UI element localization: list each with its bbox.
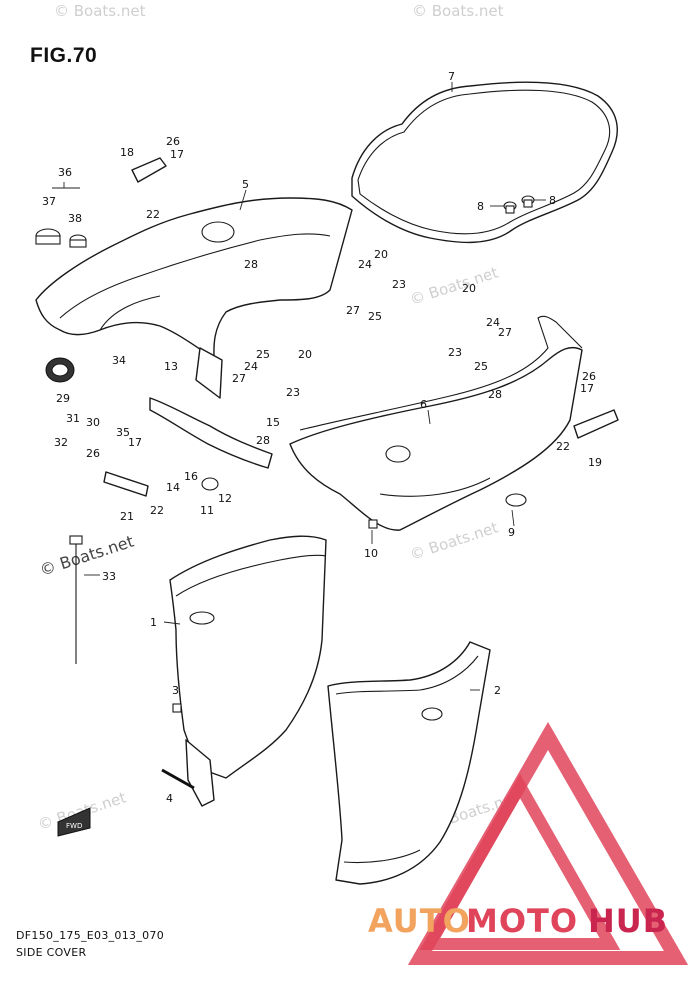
callout-35: 35 — [116, 426, 130, 439]
callout-22: 22 — [556, 440, 570, 453]
callout-28: 28 — [256, 434, 270, 447]
callout-15: 15 — [266, 416, 280, 429]
watermark-text: © Boats.net — [37, 532, 136, 580]
callout-4: 4 — [166, 792, 173, 805]
logo-text-hub: HUB — [588, 902, 668, 940]
callout-17: 17 — [170, 148, 184, 161]
callout-22: 22 — [150, 504, 164, 517]
callout-37: 37 — [42, 195, 56, 208]
callout-1: 1 — [150, 616, 157, 629]
callout-14: 14 — [166, 481, 180, 494]
lower-side-cover-right — [327, 641, 491, 885]
callout-24: 24 — [486, 316, 500, 329]
callout-31: 31 — [66, 412, 80, 425]
latch-bracket — [149, 397, 273, 469]
callout-27: 27 — [232, 372, 246, 385]
figure-title: FIG.70 — [30, 44, 98, 67]
brand-logo: AUTO MOTO HUB — [368, 721, 689, 965]
callout-17: 17 — [128, 436, 142, 449]
callout-11: 11 — [200, 504, 214, 517]
grommet-8b — [521, 195, 535, 208]
callout-20: 20 — [298, 348, 312, 361]
callout-30: 30 — [86, 416, 100, 429]
callout-7: 7 — [448, 70, 455, 83]
callout-25: 25 — [368, 310, 382, 323]
lever-rod — [69, 535, 83, 664]
bolt-4 — [161, 768, 195, 790]
callout-38: 38 — [68, 212, 82, 225]
callout-25: 25 — [474, 360, 488, 373]
bolt-10 — [368, 519, 378, 529]
watermark-text: © Boats.net — [408, 263, 501, 308]
watermark-text: © Boats.net — [412, 2, 504, 20]
callout-36: 36 — [58, 166, 72, 179]
lever-18 — [131, 157, 167, 183]
callouts: 7 8 8 5 26 18 17 22 36 37 38 28 20 24 23… — [42, 70, 602, 805]
callout-28: 28 — [244, 258, 258, 271]
callout-20: 20 — [374, 248, 388, 261]
callout-26: 26 — [166, 135, 180, 148]
callout-8: 8 — [549, 194, 556, 207]
cap-37 — [35, 228, 61, 245]
leader-lines — [52, 82, 546, 691]
callout-23: 23 — [286, 386, 300, 399]
drawing-code: DF150_175_E03_013_070 — [16, 929, 165, 942]
callout-23: 23 — [448, 346, 462, 359]
callout-26: 26 — [582, 370, 596, 383]
top-cover-right — [289, 315, 583, 531]
lower-side-cover-left — [169, 535, 327, 807]
top-cover-left — [35, 197, 353, 399]
watermark-text: © Boats.net — [408, 518, 501, 563]
section-name: SIDE COVER — [16, 946, 87, 959]
callout-27: 27 — [346, 304, 360, 317]
watermark-text: © Boats.net — [54, 2, 146, 20]
lever-21 — [103, 471, 149, 497]
grommet-8a — [503, 201, 517, 214]
grommet-38 — [69, 234, 87, 248]
callout-19: 19 — [588, 456, 602, 469]
fwd-arrow: FWD — [57, 807, 91, 837]
callout-28: 28 — [488, 388, 502, 401]
callout-24: 24 — [244, 360, 258, 373]
fwd-label: FWD — [66, 822, 82, 830]
callout-32: 32 — [54, 436, 68, 449]
callout-22: 22 — [146, 208, 160, 221]
callout-9: 9 — [508, 526, 515, 539]
callout-25: 25 — [256, 348, 270, 361]
callout-23: 23 — [392, 278, 406, 291]
callout-12: 12 — [218, 492, 232, 505]
callout-26: 26 — [86, 447, 100, 460]
callout-24: 24 — [358, 258, 372, 271]
callout-8: 8 — [477, 200, 484, 213]
callout-21: 21 — [120, 510, 134, 523]
grommet-9 — [505, 493, 527, 507]
lever-19 — [573, 409, 619, 439]
logo-text-moto: MOTO — [466, 902, 578, 940]
callout-27: 27 — [498, 326, 512, 339]
logo-text-auto: AUTO — [368, 902, 471, 940]
callout-18: 18 — [120, 146, 134, 159]
bolt-3 — [172, 703, 182, 713]
seal-ring — [351, 81, 618, 244]
callout-6: 6 — [420, 398, 427, 411]
logo-triangle-inner — [419, 773, 621, 950]
callout-2: 2 — [494, 684, 501, 697]
callout-33: 33 — [102, 570, 116, 583]
callout-20: 20 — [462, 282, 476, 295]
knob-29 — [45, 357, 75, 383]
callout-34: 34 — [112, 354, 126, 367]
callout-16: 16 — [184, 470, 198, 483]
callout-17: 17 — [580, 382, 594, 395]
callout-29: 29 — [56, 392, 70, 405]
callout-5: 5 — [242, 178, 249, 191]
callout-13: 13 — [164, 360, 178, 373]
callout-3: 3 — [172, 684, 179, 697]
collar-11 — [201, 477, 219, 491]
callout-10: 10 — [364, 547, 378, 560]
